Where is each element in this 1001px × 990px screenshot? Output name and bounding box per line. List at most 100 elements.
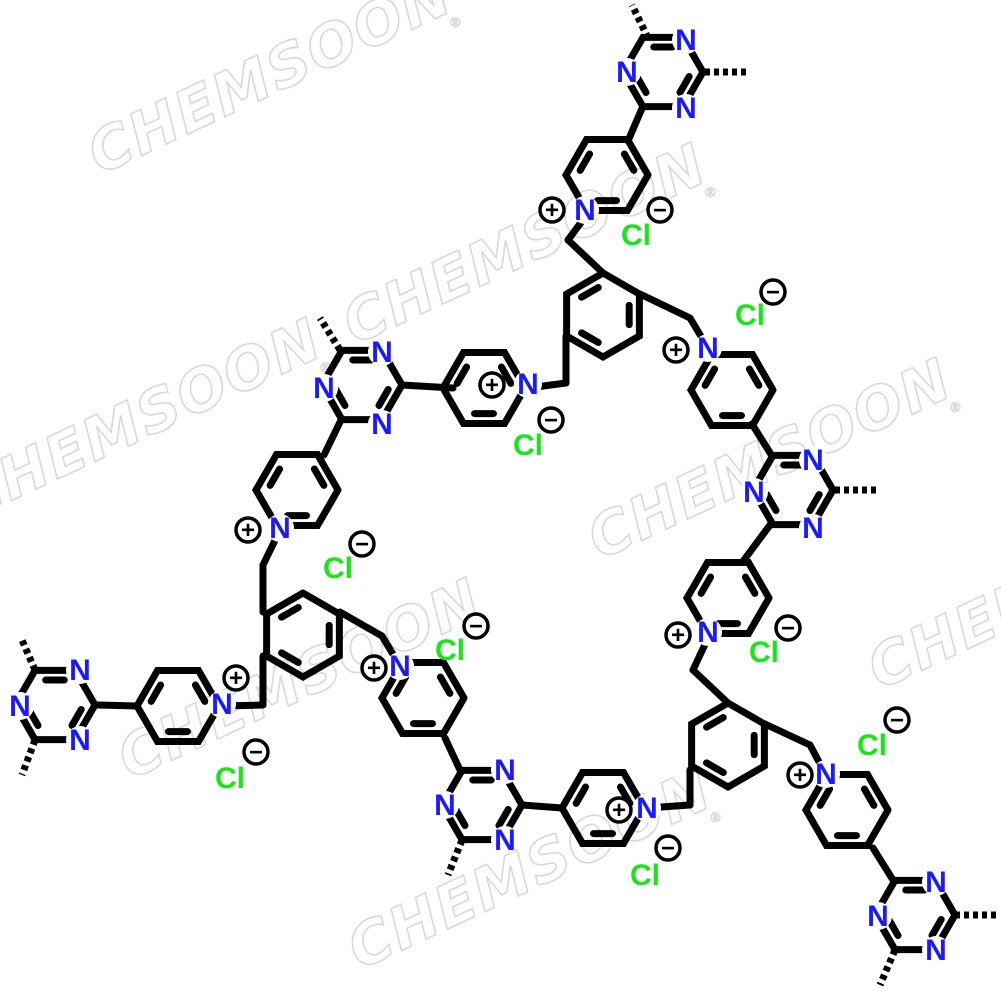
negative-charge: − — [653, 197, 667, 224]
label-bg — [571, 196, 599, 224]
benzene-ring-double — [278, 603, 302, 621]
benzene-ring-double — [278, 649, 302, 667]
positive-charge-circle — [786, 761, 814, 789]
negative-charge: − — [355, 531, 369, 558]
positive-charge-circle — [360, 654, 388, 682]
pyridinium-nitrogen: N — [636, 792, 658, 825]
label-bg — [799, 446, 827, 474]
pyridinium-ring — [801, 770, 892, 850]
watermark-text: CHEMSOON — [857, 475, 1001, 703]
negative-charge: − — [469, 613, 483, 640]
dashed-bond — [876, 948, 899, 987]
triazine-nitrogen: N — [69, 724, 91, 757]
linker-bond — [761, 720, 814, 749]
negative-charge-circle — [883, 706, 911, 734]
linker-bond — [441, 734, 464, 774]
pyridinium-ring-double — [701, 365, 719, 389]
positive-charge-circle — [664, 621, 692, 649]
pyridinium-nitrogen: N — [211, 688, 233, 721]
pyridinium-ring-double — [453, 363, 471, 387]
triazine-ring-double — [806, 490, 823, 514]
negative-charge-circle — [654, 834, 682, 862]
pyridinium-nitrogen: N — [815, 758, 837, 791]
label-bg — [368, 410, 396, 438]
pyridinium-ring-double — [147, 681, 165, 705]
negative-charge-circle — [774, 614, 802, 642]
benzene-ring-double — [703, 759, 727, 777]
linker-bond — [740, 521, 774, 564]
pyridinium-ring-double — [860, 785, 878, 809]
pyridinium-ring — [377, 658, 468, 738]
label-bg — [922, 936, 950, 964]
positive-charge: + — [485, 372, 499, 399]
negative-charge: − — [890, 707, 904, 734]
label-bg — [266, 514, 294, 542]
label-bg — [694, 618, 722, 646]
pyridinium-ring-double — [620, 150, 638, 174]
watermark-registered: ® — [710, 811, 721, 826]
chloride-ion: Cl — [735, 299, 765, 332]
label-bg — [740, 478, 768, 506]
dashed-bond — [628, 3, 652, 40]
positive-charge: + — [229, 665, 243, 692]
benzene-ring-double — [578, 283, 602, 301]
pyridinium-ring-double — [572, 783, 590, 807]
pyridinium-nitrogen: N — [697, 332, 719, 365]
positive-charge: + — [612, 797, 626, 824]
positive-charge-circle — [662, 336, 690, 364]
negative-charge: − — [249, 739, 263, 766]
label-bg — [812, 760, 840, 788]
chloride-ion: Cl — [857, 729, 887, 762]
pyridinium-nitrogen: N — [574, 194, 596, 227]
label-bg — [672, 26, 700, 54]
positive-charge: + — [367, 655, 381, 682]
linker-bond — [518, 801, 566, 812]
negative-charge-circle — [537, 406, 565, 434]
linker-bond — [689, 666, 732, 707]
watermark-registered: ® — [450, 16, 461, 31]
watermark-registered: ® — [950, 401, 961, 416]
label-bg — [799, 514, 827, 542]
watermark-text: CHEMSOON — [337, 755, 722, 983]
linker-bond — [564, 236, 607, 277]
triazine-ring-double — [495, 805, 512, 829]
positive-charge: + — [669, 337, 683, 364]
label-bg — [922, 868, 950, 896]
triazine-ring-double — [452, 805, 469, 829]
label-bg — [386, 652, 414, 680]
triazine-nitrogen: N — [371, 336, 393, 369]
triazine-ring-double — [68, 705, 85, 729]
watermark-text: CHEMSOON — [0, 305, 332, 533]
benzene-ring-double — [703, 713, 727, 731]
pyridinium-ring-double — [816, 785, 834, 809]
linker-bond — [336, 608, 386, 640]
chloride-ion: Cl — [215, 762, 245, 795]
label-bg — [431, 791, 459, 819]
linker-bond — [636, 290, 694, 322]
triazine-nitrogen: N — [675, 24, 697, 57]
chloride-ion: Cl — [435, 634, 465, 667]
label-bg — [491, 756, 519, 784]
watermark-text: CHEMSOON — [332, 130, 717, 358]
negative-charge-circle — [759, 278, 787, 306]
pyridinium-nitrogen: N — [389, 650, 411, 683]
label-bg — [633, 794, 661, 822]
pyridinium-ring-double — [576, 150, 594, 174]
triazine-nitrogen: N — [925, 866, 947, 899]
positive-charge-circle — [234, 516, 262, 544]
negative-charge-circle — [646, 196, 674, 224]
pyridinium-ring — [682, 558, 773, 638]
label-bg — [310, 374, 338, 402]
negative-charge: − — [661, 835, 675, 862]
triazine-nitrogen: N — [675, 92, 697, 125]
linker-bond — [869, 844, 897, 884]
linker-bond — [748, 420, 776, 460]
chloride-ion: Cl — [513, 429, 543, 462]
negative-charge-circle — [462, 612, 490, 640]
triazine-ring-double — [763, 490, 780, 514]
atom-label-layer: NNNNNNNNN+++++++++NNNNNNNNNNNNNNNNNNCl−C… — [6, 24, 950, 967]
label-bg — [208, 690, 236, 718]
label-bg — [694, 334, 722, 362]
label-bg — [672, 94, 700, 122]
